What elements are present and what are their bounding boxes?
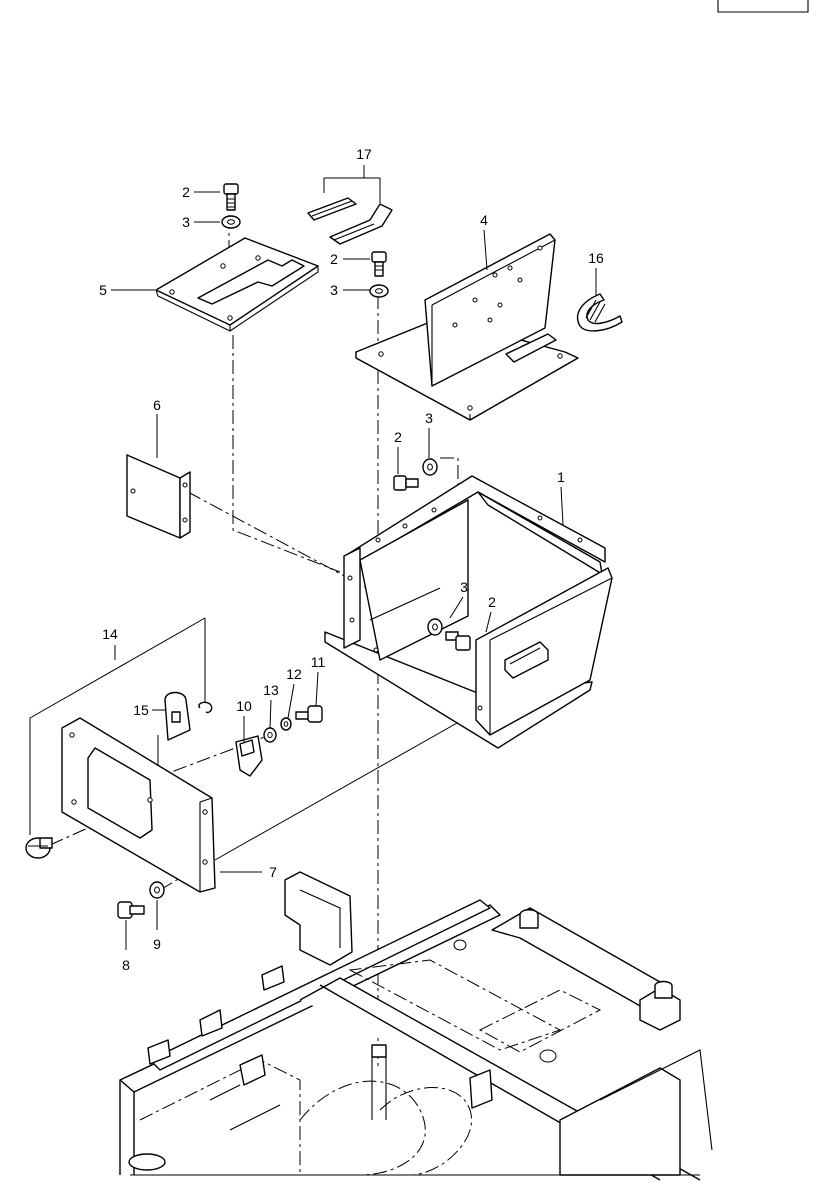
part-15-tab [164,691,191,741]
callout-14: 14 [102,626,118,642]
callout-8: 8 [122,957,130,973]
callout-16: 16 [588,250,604,266]
callout-2-right: 2 [394,429,402,445]
callout-3-top: 3 [182,214,190,230]
page-reference-box [717,0,809,13]
callout-5: 5 [99,282,107,298]
callout-10: 10 [236,698,252,714]
part-6-cover-plate [126,454,191,539]
part-16-clip [576,293,623,332]
part-2-bolt-middle [371,251,387,277]
chassis-frame [119,871,713,1181]
part-11-screw [295,705,323,723]
part-12-spring-washer [280,717,292,731]
part-3-washer-middle [369,284,389,298]
part-5-plate [155,237,319,332]
callout-9: 9 [153,936,161,952]
part-3-washer-inner [427,618,443,636]
callout-6: 6 [153,397,161,413]
callout-2-middle: 2 [330,251,338,267]
callout-labels: 17 2 3 5 2 3 4 16 6 2 3 1 3 2 14 15 10 1… [99,146,604,973]
callout-4: 4 [480,212,488,228]
part-2-bolt-right [393,475,419,491]
part-14-knob [25,837,53,859]
part-9-washer [149,881,165,899]
part-2-bolt-top [223,183,239,211]
callout-15: 15 [133,702,149,718]
part-1-box-frame [324,475,613,749]
callout-2-inner: 2 [488,594,496,610]
part-3-washer-top [221,215,241,229]
part-3-washer-right [422,458,438,476]
part-4-bracket [355,233,579,421]
callout-3-right: 3 [425,410,433,426]
callout-12: 12 [286,666,302,682]
part-10-latch [235,735,263,777]
callout-7: 7 [269,864,277,880]
part-17-strips [307,197,393,245]
part-7-panel [61,717,216,893]
callout-13: 13 [263,682,279,698]
callout-2-top: 2 [182,184,190,200]
part-2-bolt-inner [445,631,471,651]
part-13-washer [263,727,277,743]
part-8-bolt [117,901,145,919]
part-14-ring [198,701,213,714]
callout-3-inner: 3 [460,579,468,595]
part-14-leader [29,617,206,835]
callout-1: 1 [557,469,565,485]
callout-3-middle: 3 [330,282,338,298]
callout-17: 17 [356,146,372,162]
callout-leaders [111,165,597,950]
callout-11: 11 [311,654,326,670]
